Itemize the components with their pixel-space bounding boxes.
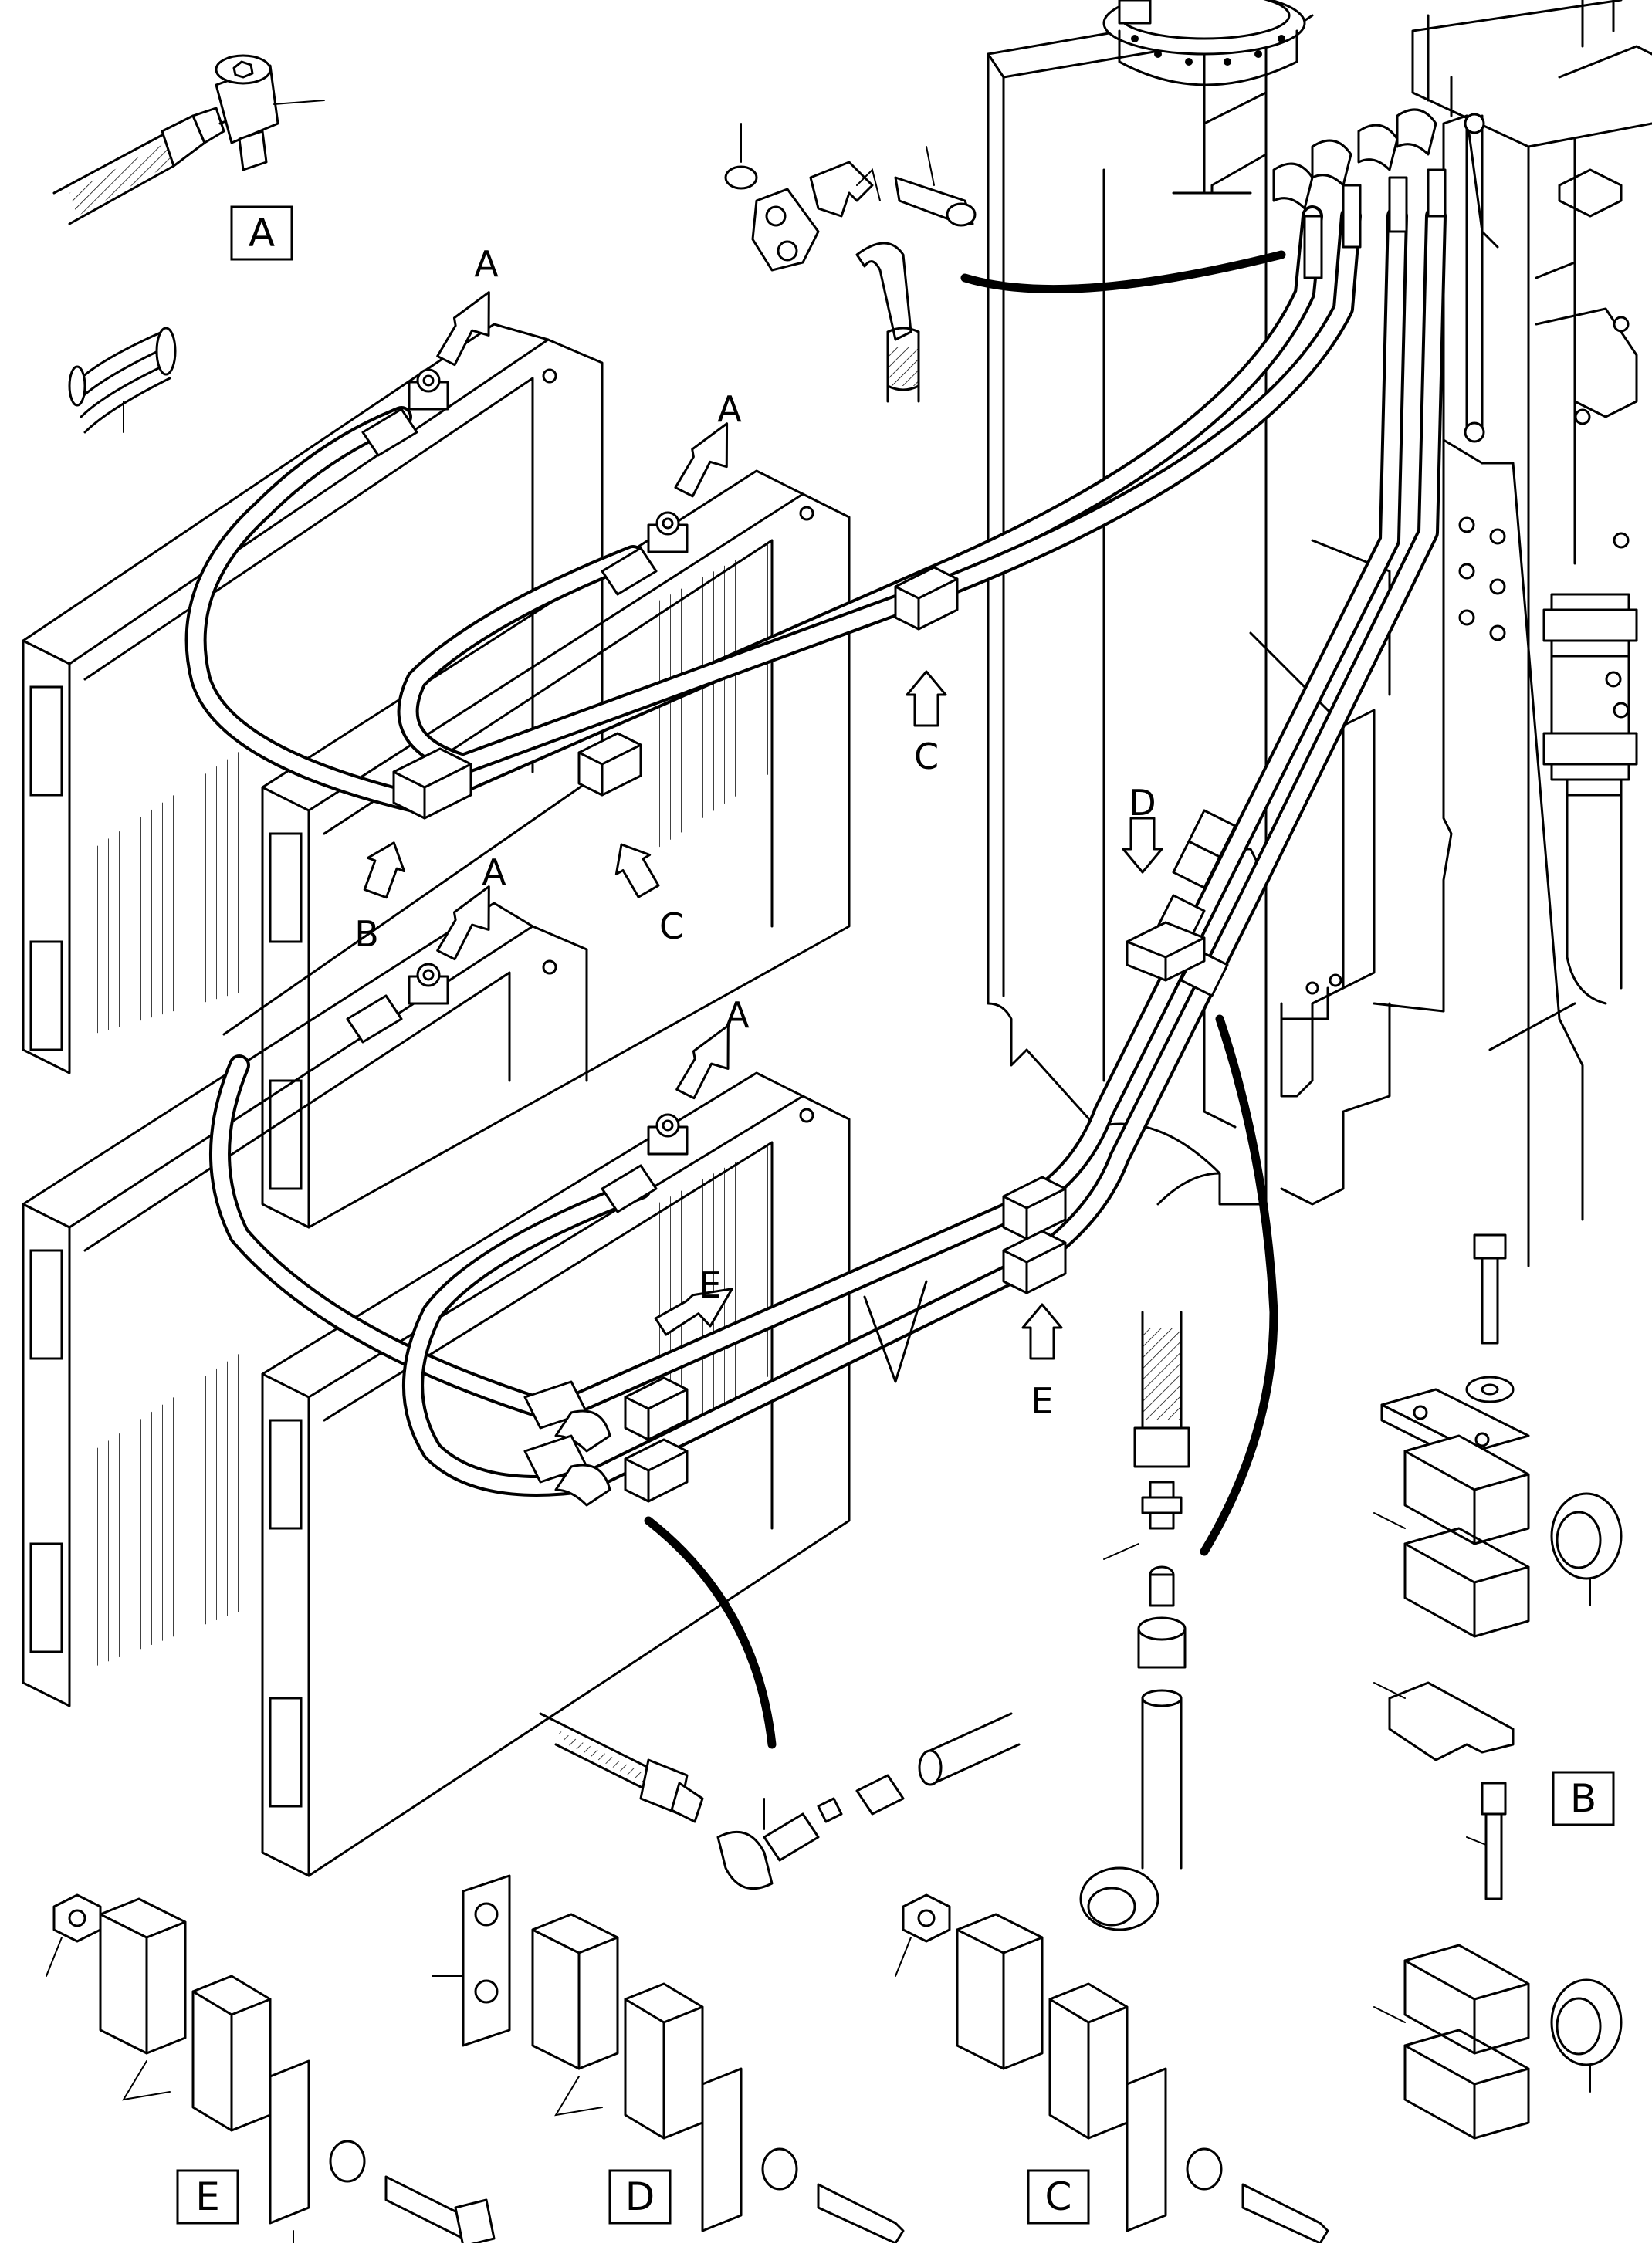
oil-cooler-lower-back	[22, 902, 588, 1707]
elbow-fitting-detail	[539, 1712, 1021, 1890]
flange-connection-detail	[724, 123, 977, 403]
callout-label: E	[699, 1264, 721, 1306]
detail-box-a: A	[230, 205, 293, 261]
callout-label: A	[717, 388, 742, 430]
callout-label: E	[1031, 1380, 1053, 1422]
clamp-kit-e	[46, 1893, 496, 2247]
detail-box-label: A	[249, 211, 275, 255]
detail-box-label: B	[1570, 1776, 1596, 1821]
oil-cooler-upper-back	[22, 323, 604, 1074]
detail-box-label: D	[625, 2174, 655, 2219]
callout-label: A	[474, 243, 499, 285]
callout-label: C	[914, 736, 939, 777]
callout-label: D	[1129, 782, 1156, 824]
tank-bolts	[1305, 316, 1630, 995]
test-point-fittings	[408, 368, 689, 1156]
detail-box-b: B	[1552, 1771, 1615, 1826]
detail-box-label: C	[1045, 2174, 1072, 2219]
callout-label: A	[482, 851, 506, 893]
callout-arrows	[363, 291, 1163, 1360]
detail-a-test-point	[52, 54, 325, 225]
clamp-kit-b	[1373, 1233, 1623, 2140]
detail-lead-lines	[644, 250, 1286, 1749]
hydraulic-tank	[987, 0, 1652, 1267]
callout-label: B	[354, 913, 379, 955]
spring-part	[68, 327, 177, 434]
clamp-kit-c	[895, 1866, 1329, 2245]
callout-label: C	[659, 905, 684, 947]
detail-box-c: C	[1027, 2169, 1090, 2225]
hose-clamps	[392, 566, 1206, 1503]
callout-labels: A A A A B C C D E E	[354, 243, 1156, 1422]
detail-box-d: D	[608, 2169, 672, 2225]
callout-label: A	[725, 994, 750, 1036]
hydraulic-hose-routing	[184, 108, 1447, 1507]
detail-box-label: E	[195, 2174, 220, 2219]
hose-coupling-detail	[1103, 1311, 1190, 1870]
clamp-kit-d	[432, 1874, 905, 2245]
detail-box-e: E	[176, 2169, 239, 2225]
oil-cooler-upper-front	[261, 368, 851, 1229]
